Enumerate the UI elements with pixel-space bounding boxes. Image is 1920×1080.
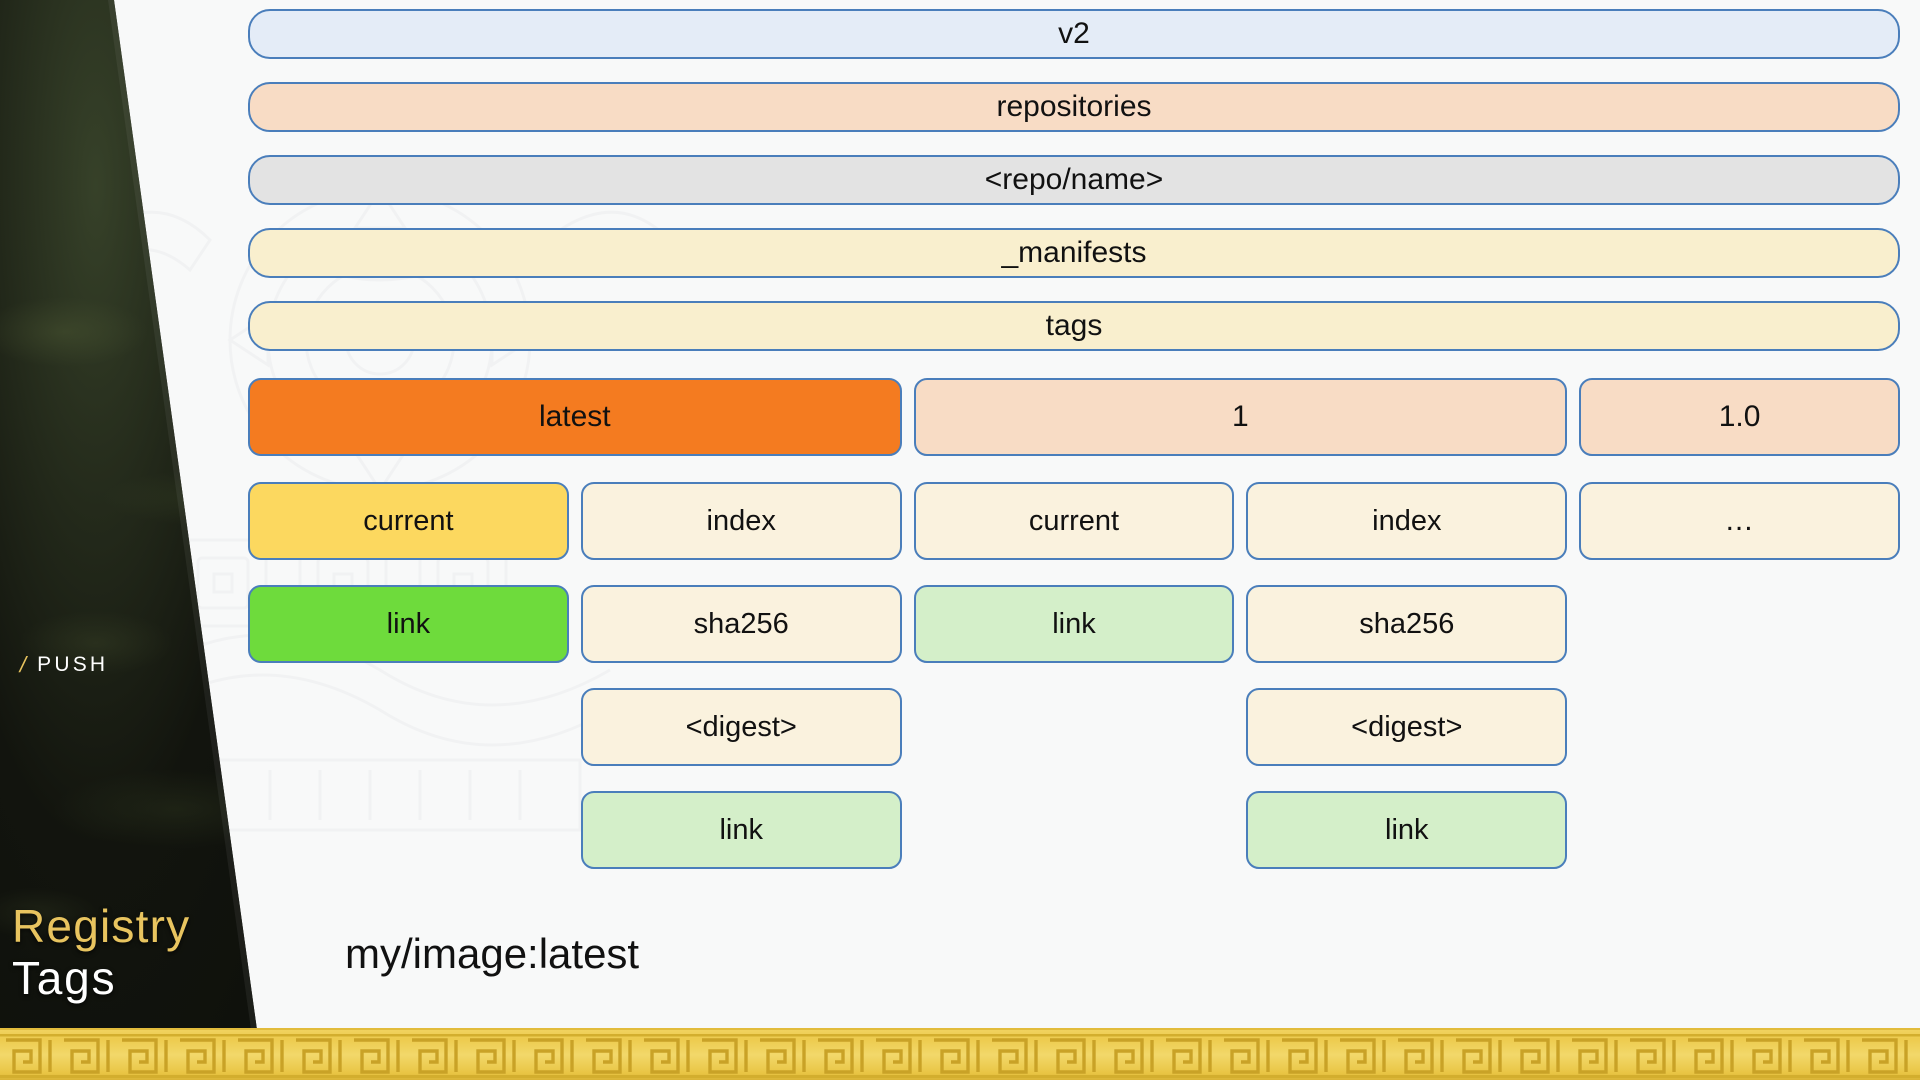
entry-label: current (1028, 504, 1120, 537)
entry-label: index (1372, 504, 1442, 537)
image-reference-caption: my/image:latest (345, 930, 640, 977)
sha256-box-1[interactable]: sha256 (1246, 585, 1568, 663)
tag-label: 1 (1232, 400, 1249, 433)
title-line-tags: Tags (12, 952, 190, 1004)
decorative-footer-band (0, 1028, 1920, 1080)
link-label: link (1052, 607, 1096, 640)
entry-label: ... (1725, 504, 1754, 537)
digest-label: <digest> (685, 710, 797, 743)
leaf-link-box-latest[interactable]: link (580, 791, 902, 869)
title-line-registry: Registry (12, 900, 190, 952)
path-row-label: v2 (1058, 17, 1090, 50)
tag-label: 1.0 (1718, 400, 1761, 433)
entry-label: current (363, 504, 454, 537)
tag-box-1[interactable]: 1 (913, 378, 1568, 456)
leaf-link-box-1[interactable]: link (1246, 791, 1568, 869)
leaf-link-label: link (719, 813, 763, 846)
link-label: sha256 (693, 607, 789, 640)
path-row-label: _manifests (1001, 236, 1147, 269)
slide-title: Registry Tags (12, 900, 190, 1004)
sha256-box-latest[interactable]: sha256 (580, 585, 902, 663)
greek-key-pattern (0, 1034, 1920, 1078)
path-row-manifests[interactable]: _manifests (248, 228, 1900, 278)
entry-label: index (706, 504, 776, 537)
path-row-label: tags (1045, 309, 1103, 342)
section-marker: / PUSH (17, 652, 109, 678)
link-box-current-1[interactable]: link (913, 585, 1235, 663)
path-row-label: <repo/name> (984, 163, 1164, 196)
entry-box-current-1[interactable]: current (913, 482, 1235, 560)
path-row-repositories[interactable]: repositories (248, 82, 1900, 132)
tag-box-1-0[interactable]: 1.0 (1579, 378, 1900, 456)
title-registry-text: Registry (12, 900, 191, 952)
section-label: PUSH (37, 653, 109, 676)
path-row-repo-name[interactable]: <repo/name> (248, 155, 1900, 205)
leaf-link-label: link (1385, 813, 1429, 846)
path-row-label: repositories (996, 90, 1152, 123)
entry-box-index-1[interactable]: index (1246, 482, 1568, 560)
entry-box-ellipsis[interactable]: ... (1579, 482, 1900, 560)
title-tags-text: Tags (12, 952, 117, 1004)
tag-label: latest (538, 400, 611, 433)
path-row-v2[interactable]: v2 (248, 9, 1900, 59)
digest-label: <digest> (1351, 710, 1463, 743)
path-row-tags[interactable]: tags (248, 301, 1900, 351)
link-box-current-latest[interactable]: link (248, 585, 569, 663)
link-label: link (386, 607, 431, 640)
entry-box-current-latest[interactable]: current (248, 482, 569, 560)
link-label: sha256 (1359, 607, 1455, 640)
digest-box-latest[interactable]: <digest> (580, 688, 902, 766)
tag-box-latest[interactable]: latest (248, 378, 902, 456)
registry-path-diagram: v2 repositories <repo/name> _manifests t… (248, 9, 1900, 869)
digest-box-1[interactable]: <digest> (1246, 688, 1568, 766)
entry-box-index-latest[interactable]: index (580, 482, 902, 560)
